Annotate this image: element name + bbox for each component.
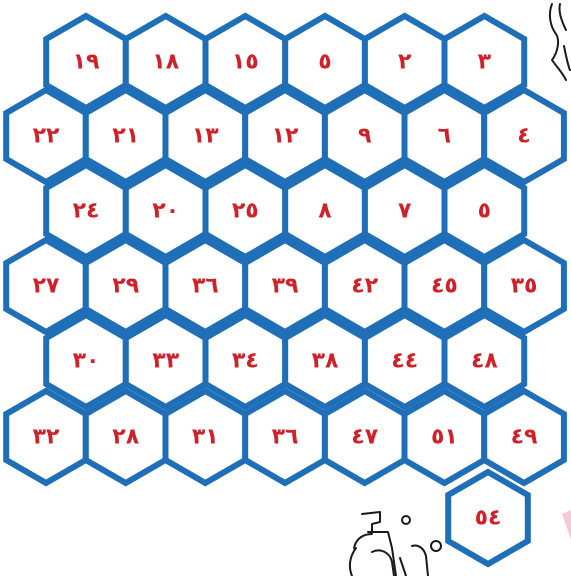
hex-number: ٣٦ <box>272 425 299 450</box>
hex-cell[interactable]: ٤٨ <box>445 315 525 407</box>
hex-number: ٢ <box>398 50 412 75</box>
hex-number: ٣ <box>478 50 492 75</box>
hex-cell[interactable]: ٧ <box>365 165 445 257</box>
hex-number: ٢٠ <box>152 199 179 224</box>
hex-cell[interactable]: ٣٨ <box>285 315 365 407</box>
hex-number: ٣٦ <box>192 274 219 299</box>
hex-cell[interactable]: ٢١ <box>86 90 166 182</box>
hex-cell[interactable]: ٣٤ <box>206 315 286 407</box>
hex-cell[interactable]: ٣٢ <box>6 391 86 483</box>
hex-number: ٩ <box>358 124 371 149</box>
hex-number: ٧ <box>398 199 412 224</box>
hex-cell[interactable]: ٥٤ <box>448 472 528 564</box>
hex-number: ٥ <box>478 199 491 224</box>
hex-number: ٢٥ <box>232 199 259 224</box>
hex-number: ٣٣ <box>152 349 179 374</box>
hex-cell[interactable]: ٣٥ <box>484 240 564 332</box>
hex-number: ٤٤ <box>391 349 418 374</box>
hex-number: ١٩ <box>73 50 100 75</box>
hex-cell[interactable]: ٤٤ <box>365 315 445 407</box>
hex-cell[interactable]: ٤ <box>484 90 564 182</box>
hex-number: ٥ <box>318 50 331 75</box>
hex-cell[interactable]: ٣٦ <box>245 391 325 483</box>
hex-cell[interactable]: ٢٥ <box>206 165 286 257</box>
hex-cell[interactable]: ٣٩ <box>245 240 325 332</box>
hex-number: ٢٧ <box>33 274 60 299</box>
hex-cell[interactable]: ٢٧ <box>6 240 86 332</box>
hex-cell[interactable]: ٣٦ <box>166 240 246 332</box>
hex-cell[interactable]: ٤٧ <box>325 391 405 483</box>
hex-number: ٢٢ <box>33 124 60 149</box>
hex-cell[interactable]: ١٢ <box>245 90 325 182</box>
hex-cell[interactable]: ٤٢ <box>325 240 405 332</box>
hex-number: ٣٢ <box>33 425 60 450</box>
hex-number: ٢٩ <box>112 274 139 299</box>
hex-number: ٤ <box>517 124 530 149</box>
hex-cell[interactable]: ٢٤ <box>46 165 126 257</box>
hex-cell[interactable]: ٦ <box>405 90 485 182</box>
hex-number: ٥٤ <box>475 506 502 531</box>
hex-number: ٣٨ <box>312 349 339 374</box>
hex-number: ٤٩ <box>511 425 538 450</box>
hex-cell[interactable]: ٨ <box>285 165 365 257</box>
hex-cell[interactable]: ٢٩ <box>86 240 166 332</box>
hex-cell[interactable]: ٣٠ <box>46 315 126 407</box>
hex-cell[interactable]: ٤٩ <box>484 391 564 483</box>
hex-number: ٣٥ <box>511 274 538 299</box>
hex-number: ٣٩ <box>272 274 299 299</box>
pink-corner-shape <box>562 510 571 540</box>
hex-cell[interactable]: ٤٥ <box>405 240 485 332</box>
hex-cell[interactable]: ٢٠ <box>126 165 206 257</box>
hex-number: ٢١ <box>112 124 139 149</box>
hex-number: ٤٨ <box>471 349 498 374</box>
hex-cell[interactable]: ٢٨ <box>86 391 166 483</box>
hex-number: ١٣ <box>192 124 219 149</box>
hex-number: ٣٤ <box>232 349 259 374</box>
hex-number: ٣٠ <box>73 349 100 374</box>
hex-cell[interactable]: ٥ <box>445 165 525 257</box>
hex-number: ٨ <box>318 199 332 224</box>
hex-number: ٥١ <box>431 425 458 450</box>
hex-number: ١٨ <box>152 50 179 75</box>
hex-number: ٤٧ <box>351 425 378 450</box>
hex-number: ٣١ <box>192 425 219 450</box>
hex-number: ١٢ <box>272 124 299 149</box>
hex-cell[interactable]: ١٣ <box>166 90 246 182</box>
hex-cell[interactable]: ٣٣ <box>126 315 206 407</box>
hex-cell[interactable]: ٢٢ <box>6 90 86 182</box>
character-drawing-icon <box>550 4 570 80</box>
hex-cell[interactable]: ٩ <box>325 90 405 182</box>
hex-cell[interactable]: ٥١ <box>405 391 485 483</box>
hex-number: ٢٤ <box>73 199 100 224</box>
hex-cell[interactable]: ٣١ <box>166 391 246 483</box>
hex-number: ١٥ <box>232 50 259 75</box>
soap-bottle-icon <box>350 512 441 576</box>
hex-number: ٢٨ <box>112 425 139 450</box>
hex-number: ٦ <box>438 124 451 149</box>
hex-number: ٤٥ <box>431 274 458 299</box>
hex-number: ٤٢ <box>351 274 378 299</box>
